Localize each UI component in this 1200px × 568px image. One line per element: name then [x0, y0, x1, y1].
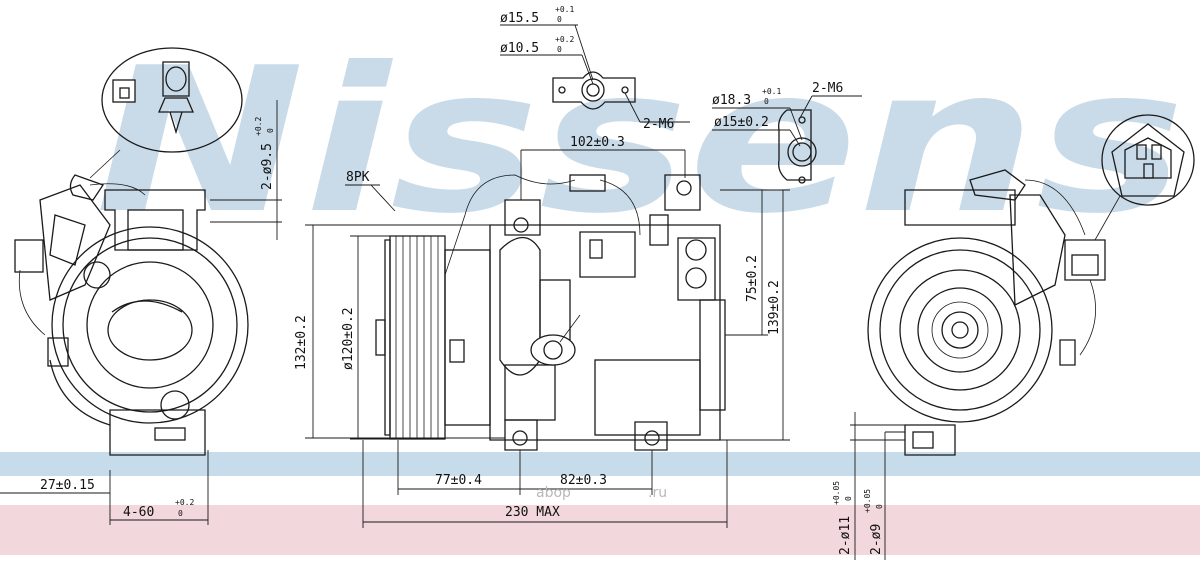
mount-4-60-tol-lower: 0 — [178, 509, 183, 518]
hole-9-5-tol-upper: +0.2 — [254, 117, 263, 136]
port-b-d1-label: ø18.3 — [712, 93, 751, 108]
port-detail-a: ø15.5 +0.1 0 ø10.5 +0.2 0 2-M6 — [500, 5, 690, 132]
mount-4-60-label: 4-60 — [123, 505, 154, 520]
width-102-label: 102±0.3 — [570, 135, 625, 150]
left-dimensions: 27±0.15 4-60 +0.2 0 2-ø9.5 +0.2 0 — [0, 100, 282, 525]
belt-label: 8PK — [346, 170, 370, 185]
hole-9-tol-upper: +0.05 — [863, 489, 872, 513]
hole-9-5-label: 2-ø9.5 — [260, 143, 275, 190]
watermark-brand: Nissens — [95, 25, 1185, 258]
height-132-label: 132±0.2 — [294, 315, 309, 370]
side-dimensions: 102±0.3 8PK 132±0.2 ø120±0.2 75±0.2 139±… — [294, 135, 790, 528]
hole-11-tol-lower: 0 — [844, 496, 853, 501]
site-watermark-tld: .ru — [648, 485, 667, 501]
length-82-label: 82±0.3 — [560, 473, 607, 488]
port-a-thread-label: 2-M6 — [643, 117, 674, 132]
mount-27-label: 27±0.15 — [40, 478, 95, 493]
port-detail-b: ø18.3 +0.1 0 ø15±0.2 2-M6 — [712, 81, 862, 184]
hole-11-tol-upper: +0.05 — [832, 481, 841, 505]
site-watermark: abop .ru — [536, 485, 667, 501]
port-a-d1-label: ø15.5 — [500, 11, 539, 26]
hole-9-label: 2-ø9 — [869, 524, 884, 555]
port-b-thread-label: 2-M6 — [812, 81, 843, 96]
height-75-label: 75±0.2 — [745, 255, 760, 302]
port-b-d1-tol-upper: +0.1 — [762, 87, 781, 96]
watermark-band-blue — [0, 452, 1200, 476]
port-a-d2-tol-lower: 0 — [557, 45, 562, 54]
length-230-label: 230 MAX — [505, 505, 560, 520]
port-a-d1-tol-lower: 0 — [557, 15, 562, 24]
hole-9-tol-lower: 0 — [875, 504, 884, 509]
right-end-view — [867, 114, 1195, 456]
height-139-label: 139±0.2 — [767, 280, 782, 335]
hole-9-5-tol-lower: 0 — [266, 128, 275, 133]
mount-4-60-tol-upper: +0.2 — [175, 498, 194, 507]
side-view — [375, 174, 726, 451]
right-dimensions: 2-ø11 +0.05 0 2-ø9 +0.05 0 — [832, 412, 905, 560]
hole-11-label: 2-ø11 — [838, 516, 853, 555]
port-a-d1-tol-upper: +0.1 — [555, 5, 574, 14]
port-a-d2-label: ø10.5 — [500, 41, 539, 56]
pulley-120-label: ø120±0.2 — [341, 307, 356, 370]
length-77-label: 77±0.4 — [435, 473, 482, 488]
site-watermark-main: abop — [536, 485, 571, 501]
watermark-band-pink — [0, 505, 1200, 555]
left-end-view — [14, 47, 249, 456]
port-a-d2-tol-upper: +0.2 — [555, 35, 574, 44]
port-b-d1-tol-lower: 0 — [764, 97, 769, 106]
port-b-d2-label: ø15±0.2 — [714, 115, 769, 130]
